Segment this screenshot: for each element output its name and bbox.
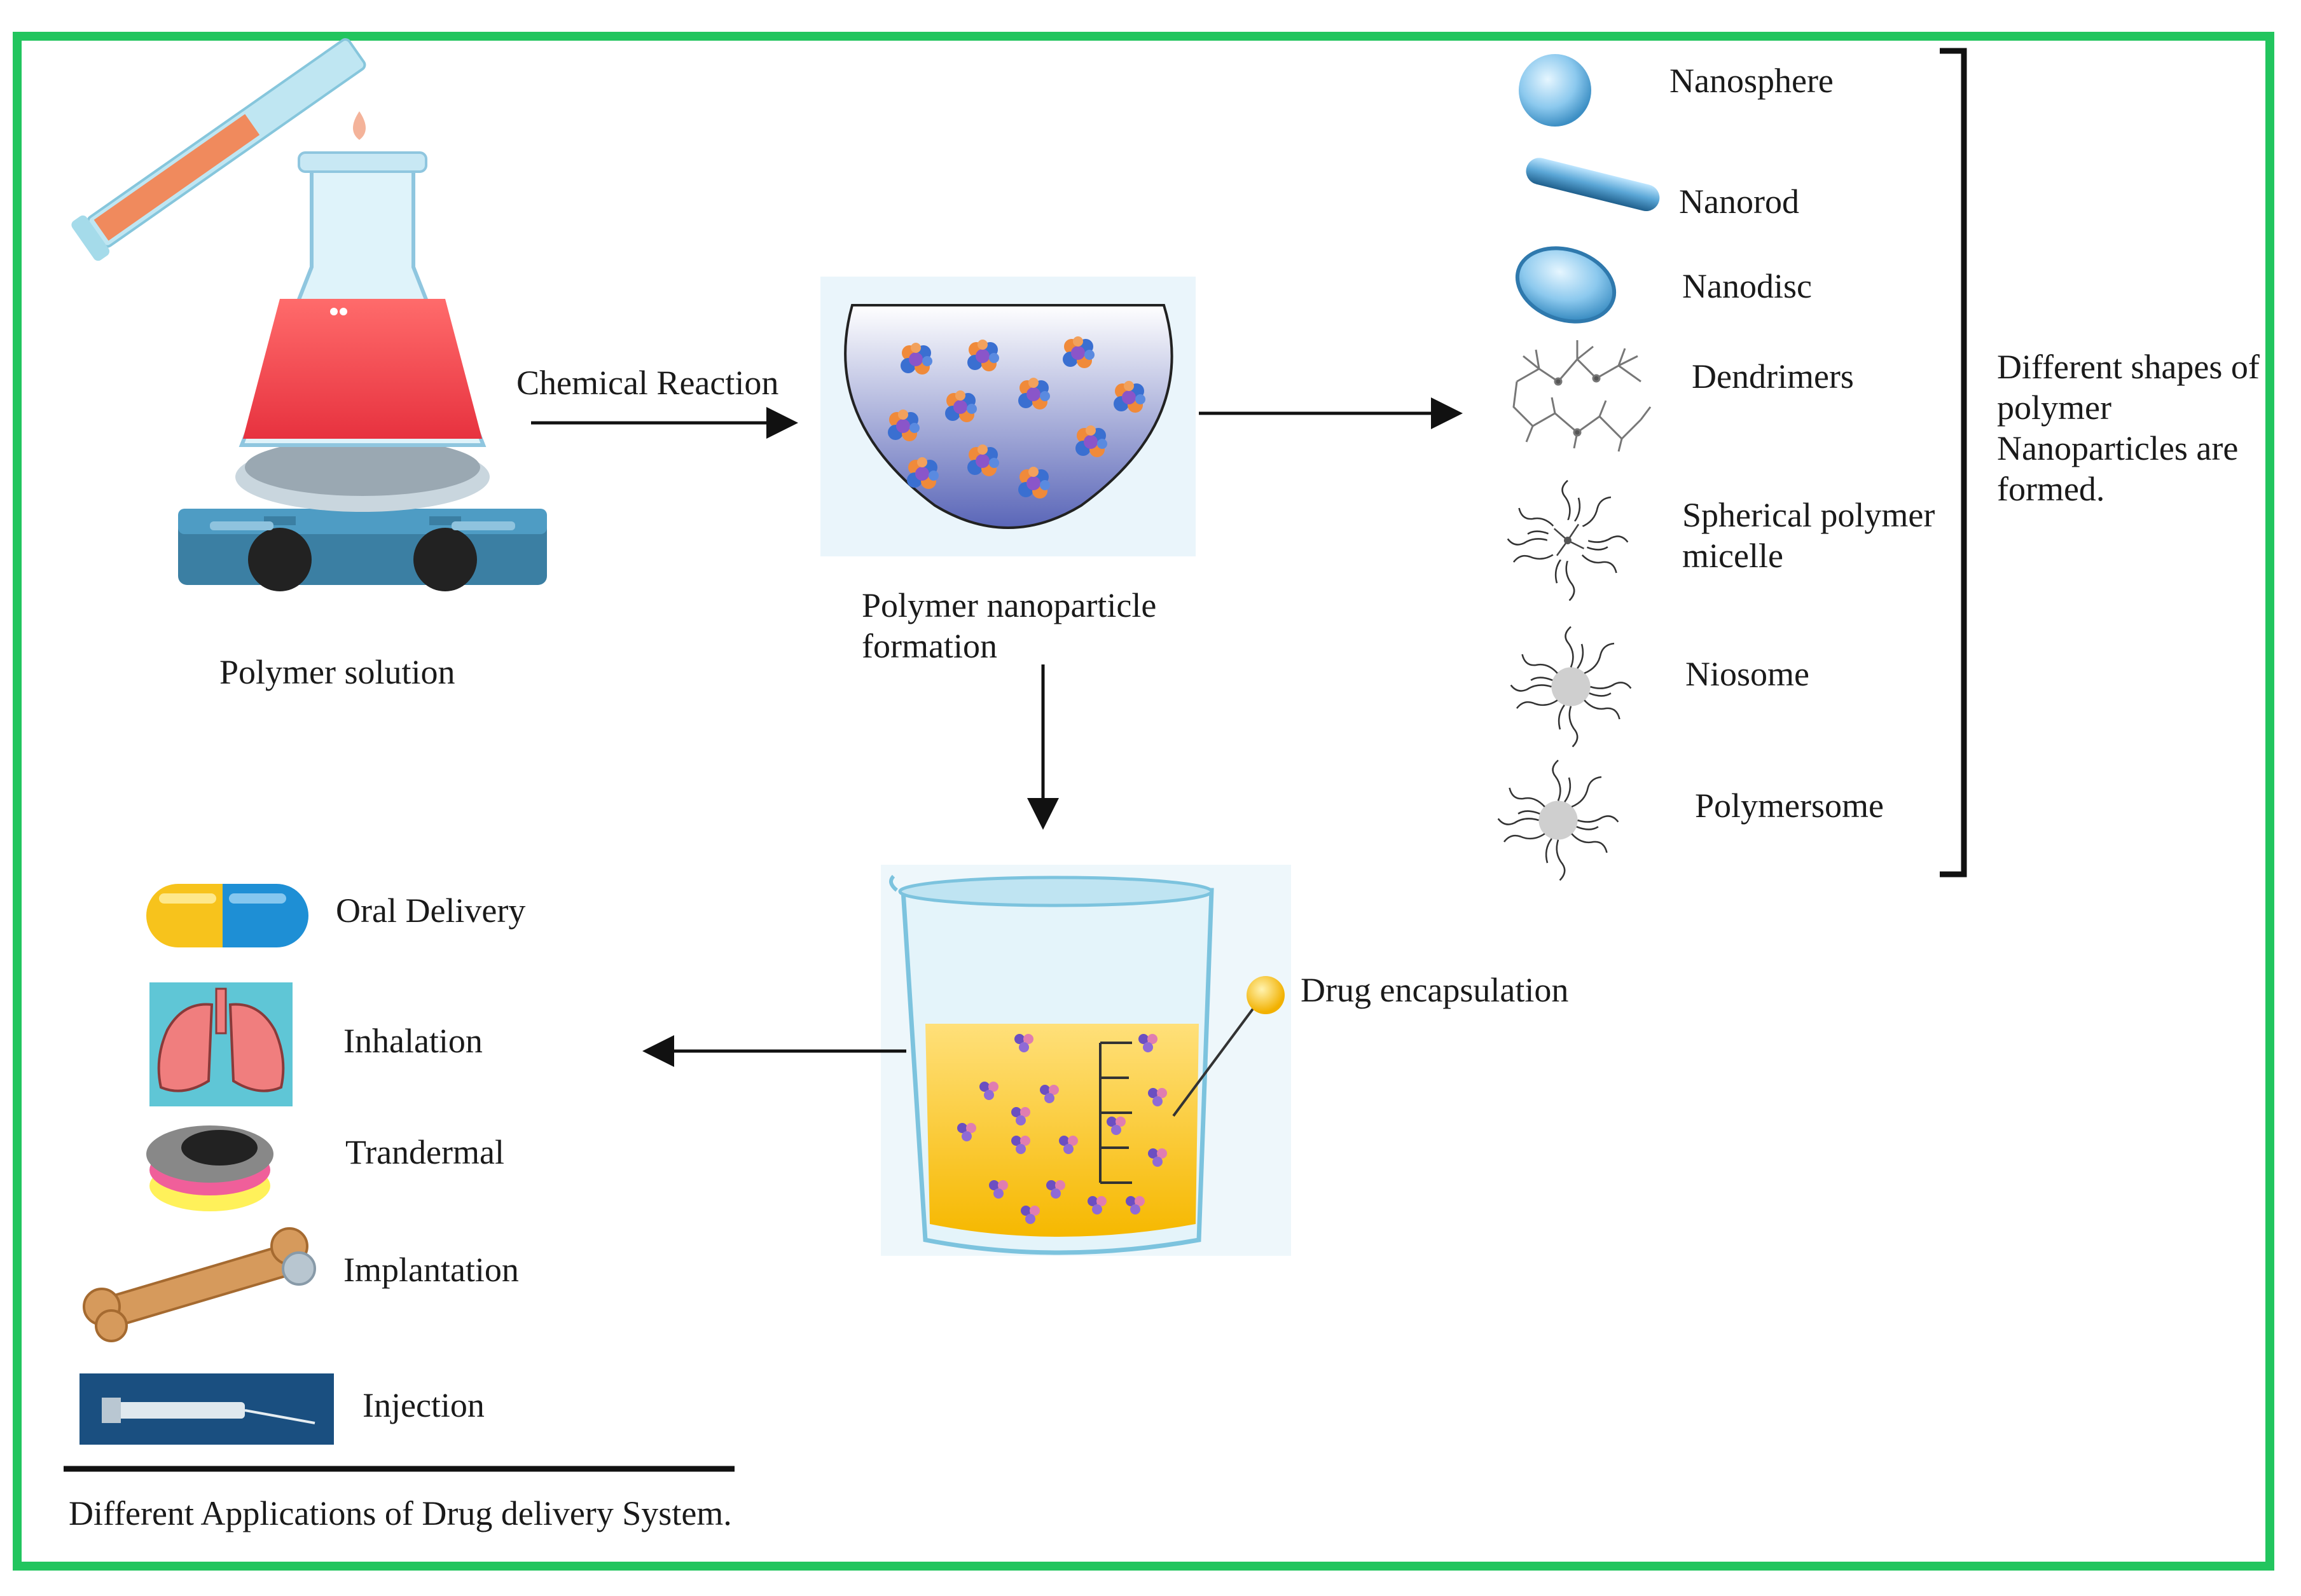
chemical-reaction-label: Chemical Reaction — [516, 364, 779, 402]
shape-label-niosome: Niosome — [1685, 655, 1809, 693]
shape-label-polymersome: Polymersome — [1695, 787, 1884, 825]
nanorod-icon — [1526, 158, 1660, 212]
niosome-icon — [1510, 626, 1632, 748]
shape-label-nanodisc: Nanodisc — [1682, 267, 1812, 305]
micelle-icon — [1507, 479, 1629, 602]
shapes-summary-text: Different shapes of polymer Nanoparticle… — [1997, 348, 2260, 508]
shape-label-nanosphere: Nanosphere — [1669, 62, 1834, 100]
polymer-solution-label: Polymer solution — [219, 653, 455, 691]
application-label-oral: Oral Delivery — [336, 891, 526, 930]
dendrimer-icon — [1512, 340, 1652, 452]
application-label-inhalation: Inhalation — [343, 1022, 483, 1060]
nanosphere-icon — [1519, 54, 1591, 127]
lungs-icon — [149, 982, 293, 1106]
applications-caption: Different Applications of Drug delivery … — [69, 1494, 732, 1532]
nanodisc-icon — [1515, 246, 1617, 324]
polymersome-icon — [1497, 759, 1619, 881]
shape-label-dendrimers: Dendrimers — [1692, 357, 1854, 396]
shapes-bracket — [1940, 48, 1967, 877]
polymer-solution-illustration — [71, 38, 547, 591]
nanoparticle-formation-label: Polymer nanoparticle formation — [862, 586, 1157, 665]
nanoparticle-bowl-illustration — [820, 277, 1196, 556]
syringe-icon — [79, 1373, 334, 1445]
skin-patch-icon — [146, 1125, 273, 1211]
drug-encapsulation-label: Drug encapsulation — [1301, 971, 1569, 1009]
drug-beaker-illustration — [881, 865, 1291, 1256]
application-label-injection: Injection — [363, 1386, 485, 1424]
application-label-implantation: Implantation — [343, 1251, 519, 1289]
green-frame — [13, 32, 2274, 1571]
application-label-transdermal: Trandermal — [345, 1133, 504, 1171]
shape-label-nanorod: Nanorod — [1679, 182, 1799, 221]
shape-label-micelle: Spherical polymer micelle — [1682, 496, 1935, 575]
bone-icon — [83, 1227, 316, 1342]
capsule-icon — [146, 884, 308, 947]
